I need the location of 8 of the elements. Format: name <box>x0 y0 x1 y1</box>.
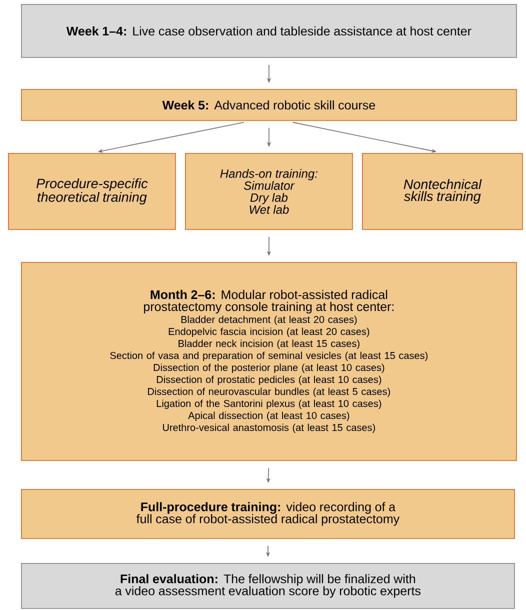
stage-box: Final evaluation: The fellowship will be finalized with a video assessment evaluation score by robotic experts <box>21 563 515 609</box>
stage-box: Procedure-specific theoretical training <box>8 153 176 230</box>
stage-box: Full-procedure training: video recording of a full case of robot-assisted radical prostatectomy <box>21 489 515 539</box>
stage-box: Hands-on training: Simulator Dry lab Wet lab <box>185 153 353 230</box>
stage-box: Week 1–4: Live case observation and tableside assistance at host center <box>21 4 517 58</box>
stage-box: Month 2–6: Modular robot-assisted radical prostatectomy console training at host center: Bladder detachment (at least 20 cases) Endopelvic fascia incision (at least 20 cases) Bladder neck incision (at least 15 cases) Section of vasa and preparation of seminal vesicles (at least 15 cases) Dissection of the posterior plane (at least 10 cases) Dissection of prostatic pedicles (at least 10 cases) Dissection of neurovascular bundles (at least 5 cases) Ligation of the Santorini plexus (at least 10 cases) Apical dissection (at least 10 cases) Urethro-vesical anastomosis (at least 15 cases) <box>21 262 517 461</box>
stage-box: Nontechnical skills training <box>362 153 523 230</box>
stage-box: Week 5: Advanced robotic skill course <box>21 89 517 121</box>
